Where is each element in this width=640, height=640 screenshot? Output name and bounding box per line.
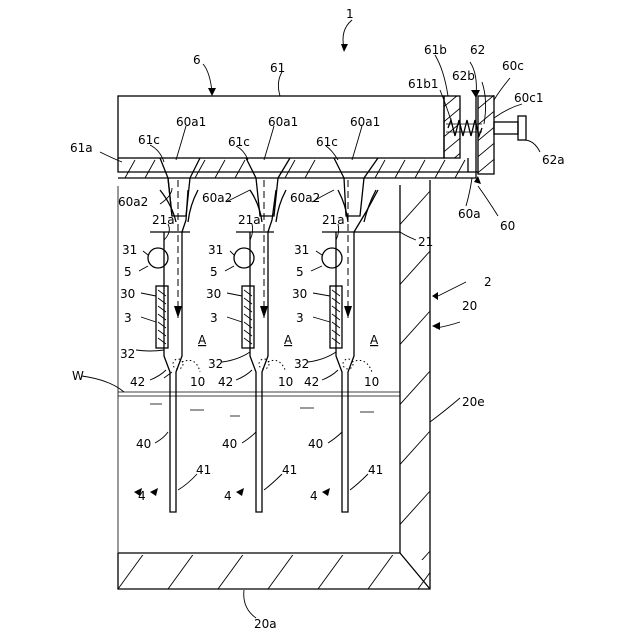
label-2: 2 [484,275,492,289]
ball-31-1 [148,248,168,268]
label-A-2: A [284,333,293,347]
label-42-3: 42 [304,375,319,389]
label-60a1-1: 60a1 [176,115,206,129]
label-61c-3: 61c [316,135,338,149]
label-3-1: 3 [124,311,132,325]
label-10-1: 10 [190,375,205,389]
label-31-3: 31 [294,243,309,257]
label-60a1-2: 60a1 [268,115,298,129]
reference-labels: 1 6 61 61b 62 61b1 62b 60c 60c1 62a 61a … [70,7,565,631]
label-5-2: 5 [210,265,218,279]
label-10-2: 10 [278,375,293,389]
label-42-2: 42 [218,375,233,389]
label-61b1: 61b1 [408,77,439,91]
label-A-1: A [198,333,207,347]
label-A-3: A [370,333,379,347]
label-60a: 60a [458,207,481,221]
label-60a2-3: 60a2 [290,191,320,205]
water-surface [118,392,400,416]
label-40-1: 40 [136,437,151,451]
label-21a-1: 21a [152,213,175,227]
unit-2 [234,180,286,512]
hopper-1 [160,158,200,216]
label-20: 20 [462,299,477,313]
label-1: 1 [346,7,354,21]
label-60a2-1: 60a2 [118,195,148,209]
label-61c-1: 61c [138,133,160,147]
label-10-3: 10 [364,375,379,389]
label-21: 21 [418,235,433,249]
label-60a2-2: 60a2 [202,191,232,205]
label-20a: 20a [254,617,277,631]
label-41-1: 41 [196,463,211,477]
label-40-3: 40 [308,437,323,451]
label-31-1: 31 [122,243,137,257]
spring-62b [448,120,482,136]
label-61b: 61b [424,43,447,57]
leader-arrows [134,44,481,496]
label-62a: 62a [542,153,565,167]
label-40-2: 40 [222,437,237,451]
label-4-1: 4 [138,489,146,503]
label-21a-3: 21a [322,213,345,227]
label-30-3: 30 [292,287,307,301]
leader-lines [82,20,540,618]
plate-60a-hatch [125,160,465,178]
label-32-2: 32 [208,357,223,371]
ball-31-3 [322,248,342,268]
label-60a1-3: 60a1 [350,115,380,129]
label-60: 60 [500,219,515,233]
label-41-2: 41 [282,463,297,477]
tank [110,180,450,600]
label-W: W [72,369,84,383]
label-4-2: 4 [224,489,232,503]
hopper-3 [334,158,378,216]
label-61c-2: 61c [228,135,250,149]
label-5-3: 5 [296,265,304,279]
label-30-2: 30 [206,287,221,301]
label-32-3: 32 [294,357,309,371]
label-62b: 62b [452,69,475,83]
label-62: 62 [470,43,485,57]
hopper-2 [246,158,290,216]
label-21a-2: 21a [238,213,261,227]
label-60c1: 60c1 [514,91,544,105]
label-42-1: 42 [130,375,145,389]
label-6: 6 [193,53,201,67]
label-3-2: 3 [210,311,218,325]
label-31-2: 31 [208,243,223,257]
label-60c: 60c [502,59,524,73]
ball-31-2 [234,248,254,268]
label-32-1: 32 [120,347,135,361]
label-61a: 61a [70,141,93,155]
label-30-1: 30 [120,287,135,301]
screw-62 [446,116,526,140]
label-4-3: 4 [310,489,318,503]
label-5-1: 5 [124,265,132,279]
label-3-3: 3 [296,311,304,325]
label-20e: 20e [462,395,485,409]
unit-1 [148,180,200,512]
label-41-3: 41 [368,463,383,477]
plate-60a [118,90,498,178]
label-61: 61 [270,61,285,75]
